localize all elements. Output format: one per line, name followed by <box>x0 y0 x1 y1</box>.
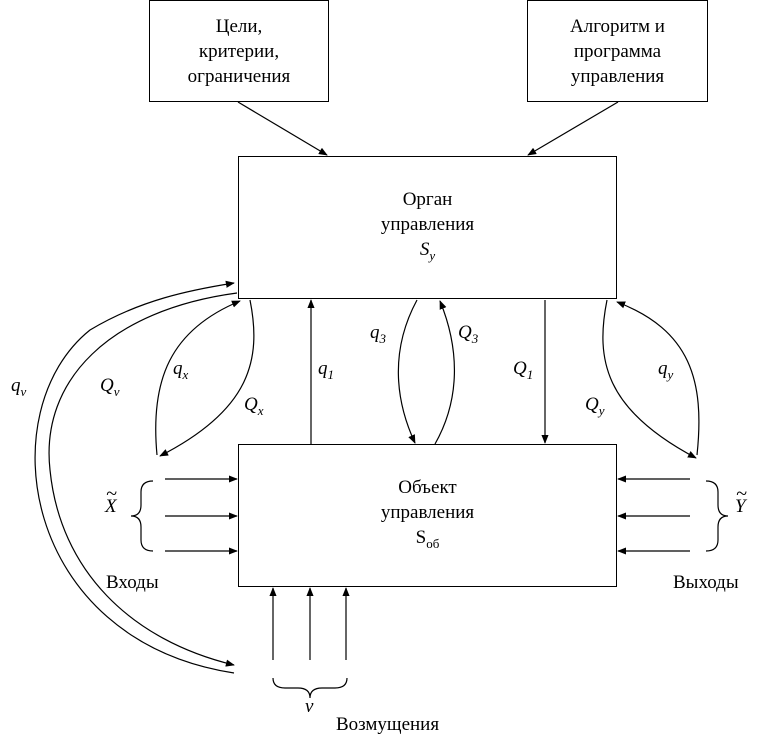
outputs-symbol: ~Y <box>735 483 747 517</box>
algorithm-line-3: управления <box>570 65 665 87</box>
label-q-y: qy <box>658 358 674 382</box>
qy-arrow <box>602 299 697 459</box>
q3-arrow <box>397 299 418 444</box>
label-q-v: qv <box>11 375 27 399</box>
label-Q-x: Qx <box>244 394 264 418</box>
inputs-symbol: ~X <box>105 483 117 517</box>
outputs-label: Выходы <box>673 572 739 593</box>
disturbances-label: Возмущения <box>336 714 440 735</box>
qx-arrow <box>155 300 241 456</box>
Qx-arrow <box>159 299 255 457</box>
goals-line-2: критерии, <box>198 40 280 62</box>
Qy-arrow <box>616 301 700 456</box>
control-organ-line-2: управления <box>380 214 475 236</box>
control-organ-symbol: Sу <box>419 239 436 263</box>
goals-line-1: Цели, <box>215 15 263 37</box>
algorithm-box: Алгоритм и программа управления <box>527 0 708 102</box>
Qv-arrow <box>48 292 238 667</box>
input-brace <box>130 480 154 552</box>
output-brace <box>705 480 729 552</box>
Q3-arrow <box>434 300 456 445</box>
label-Q-y: Qy <box>585 394 605 418</box>
disturbances-symbol: v <box>305 696 314 717</box>
disturbance-brace <box>272 677 348 699</box>
inputs-label: Входы <box>106 572 159 593</box>
goals-criteria-box: Цели, критерии, ограничения <box>149 0 329 102</box>
label-Q-v: Qv <box>100 375 120 399</box>
goals-line-3: ограничения <box>187 65 291 87</box>
label-q-x: qx <box>173 358 189 382</box>
label-Q-1: Q1 <box>513 358 534 382</box>
label-q-3: q3 <box>370 322 386 346</box>
qv-arrow <box>34 280 235 674</box>
control-object-line-2: управления <box>380 502 475 524</box>
control-object-symbol: Sоб <box>415 527 440 551</box>
control-organ-box: Орган управления Sу <box>238 156 617 299</box>
algorithm-line-2: программа <box>573 40 662 62</box>
control-object-box: Объект управления Sоб <box>238 444 617 587</box>
algorithm-line-1: Алгоритм и <box>570 15 665 37</box>
control-organ-line-1: Орган <box>402 189 453 211</box>
goals-arrow <box>237 101 328 156</box>
algorithm-arrow <box>527 101 619 156</box>
label-Q-3: Q3 <box>458 322 479 346</box>
control-object-line-1: Объект <box>398 477 457 499</box>
label-q-1: q1 <box>318 358 334 382</box>
